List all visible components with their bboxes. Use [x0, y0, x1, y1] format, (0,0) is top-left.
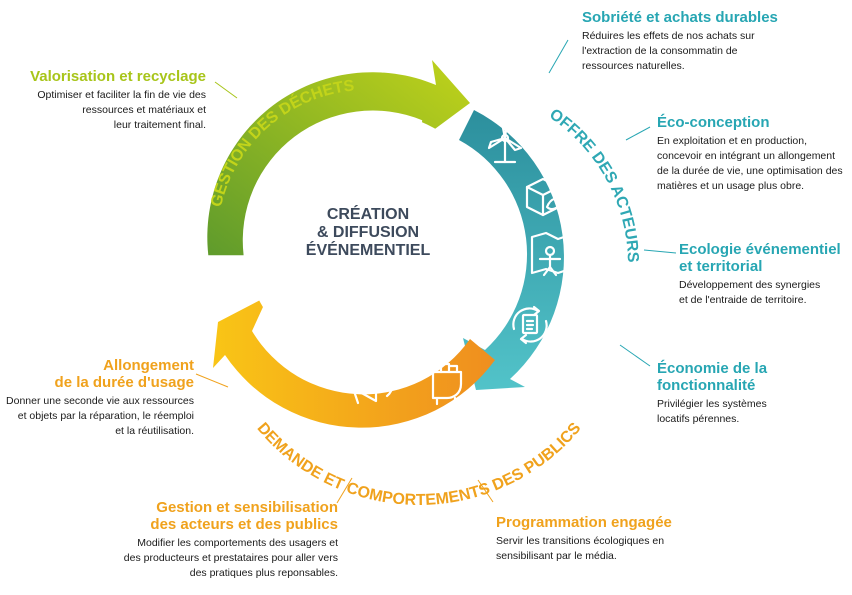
connector-line — [214, 81, 238, 99]
description-line: et objets par la réparation, le réemploi — [17, 410, 194, 422]
description-line: concevoir en intégrant un allongement — [657, 150, 836, 162]
arc-segment-orange — [213, 296, 495, 428]
megaphone-icon — [346, 367, 394, 405]
connector-line — [643, 249, 677, 254]
description-line: ressources et matériaux et — [82, 104, 206, 116]
description-line: l'extraction de la consommatin de — [582, 45, 738, 57]
arc-label-orange: DEMANDE ET COMPORTEMENTS DES PUBLICS — [254, 419, 585, 509]
pillar-title: Économie de la fonctionnalité — [657, 360, 837, 394]
description-line: et de l'entraide de territoire. — [679, 294, 807, 306]
pillar-gestion-sensibilisation: Gestion et sensibilisation des acteurs e… — [62, 499, 338, 581]
pillar-description: Servir les transitions écologiques en se… — [496, 534, 736, 564]
arc-segment-green — [207, 60, 471, 256]
pillar-description: Réduires les effets de nos achats sur l'… — [582, 29, 842, 74]
territory-map-icon — [530, 231, 572, 277]
pillar-title: Sobriété et achats durables — [582, 9, 778, 26]
pillar-description: En exploitation et en production, concev… — [657, 134, 849, 194]
pillar-description: Privilégier les systèmes locatifs pérenn… — [657, 397, 837, 427]
pillar-ecologie-evenementiel: Ecologie événementiel et territorial Dév… — [679, 241, 851, 308]
pillar-description: Donner une seconde vie aux ressources et… — [6, 394, 194, 439]
center-disc — [244, 112, 500, 368]
description-line: de la durée de vie, une optimisation des — [657, 165, 843, 177]
description-line: Servir les transitions écologiques en — [496, 535, 665, 547]
center-title-line: ÉVÉNEMENTIEL — [305, 242, 431, 259]
pillar-programmation-engagee: Programmation engagée Servir les transit… — [496, 514, 736, 564]
connector-line — [548, 39, 569, 74]
pillar-description: Optimiser et faciliter la fin de vie des… — [4, 88, 206, 133]
pillar-allongement: Allongement de la durée d'usage Donner u… — [6, 357, 194, 439]
connector-line — [477, 479, 494, 503]
pillar-title: Programmation engagée — [496, 514, 672, 531]
title-line: et territorial — [679, 258, 763, 275]
title-line: de la durée d'usage — [54, 374, 194, 391]
description-line: sensibilisant par le média. — [496, 550, 617, 562]
pillar-economie-fonctionnalite: Économie de la fonctionnalité Privilégie… — [657, 360, 837, 427]
description-line: et la réutilisation. — [115, 425, 194, 437]
pillar-eco-conception: Éco-conception En exploitation et en pro… — [657, 114, 849, 194]
title-line: fonctionnalité — [657, 377, 756, 394]
description-line: Optimiser et faciliter la fin de vie des — [37, 89, 206, 101]
connector-line — [619, 344, 651, 367]
pillar-title: Gestion et sensibilisation des acteurs e… — [62, 499, 338, 533]
description-line: locatifs pérennes. — [657, 413, 740, 425]
pillar-title: Allongement de la durée d'usage — [6, 357, 194, 391]
wind-turbine-icon — [487, 116, 523, 164]
pillar-title: Éco-conception — [657, 114, 770, 131]
center-title: CRÉATION & DIFFUSION ÉVÉNEMENTIEL — [298, 206, 438, 260]
description-line: Réduires les effets de nos achats sur — [582, 30, 755, 42]
pillar-sobriete: Sobriété et achats durables Réduires les… — [582, 9, 842, 74]
box-leaf-icon — [525, 177, 563, 217]
description-line: En exploitation et en production, — [657, 135, 808, 147]
pillar-title: Valorisation et recyclage — [30, 68, 206, 85]
title-line: Gestion et sensibilisation — [156, 499, 338, 516]
pillar-description: Modifier les comportements des usagers e… — [62, 536, 338, 581]
connector-line — [625, 126, 651, 141]
description-line: Modifier les comportements des usagers e… — [137, 537, 338, 549]
description-line: ressources naturelles. — [582, 60, 685, 72]
connector-line — [195, 373, 229, 388]
pillar-title: Ecologie événementiel et territorial — [679, 241, 851, 275]
title-line: Économie de la — [657, 360, 768, 377]
description-line: Privilégier les systèmes — [657, 398, 767, 410]
recycle-icon — [286, 126, 330, 170]
description-line: des pratiques plus reponsables. — [189, 567, 338, 579]
connector-line — [336, 477, 353, 504]
description-line: Développement des synergies — [679, 279, 821, 291]
description-line: matières et un usage plus obre. — [657, 180, 805, 192]
description-line: leur traitement final. — [113, 119, 206, 131]
center-title-line: & DIFFUSION — [316, 224, 420, 241]
tools-icon — [280, 318, 319, 362]
title-line: Ecologie événementiel — [679, 241, 841, 258]
title-line: Allongement — [103, 357, 194, 374]
title-line: des acteurs et des publics — [150, 516, 338, 533]
pillar-valorisation-recyclage: Valorisation et recyclage Optimiser et f… — [4, 68, 206, 133]
document-cycle-icon — [512, 305, 548, 345]
raised-fist-icon — [431, 360, 463, 406]
description-line: Donner une seconde vie aux ressources — [6, 395, 194, 407]
description-line: des producteurs et prestataires pour all… — [123, 552, 338, 564]
pillar-description: Développement des synergies et de l'entr… — [679, 278, 851, 308]
center-title-line: CRÉATION — [326, 206, 410, 223]
